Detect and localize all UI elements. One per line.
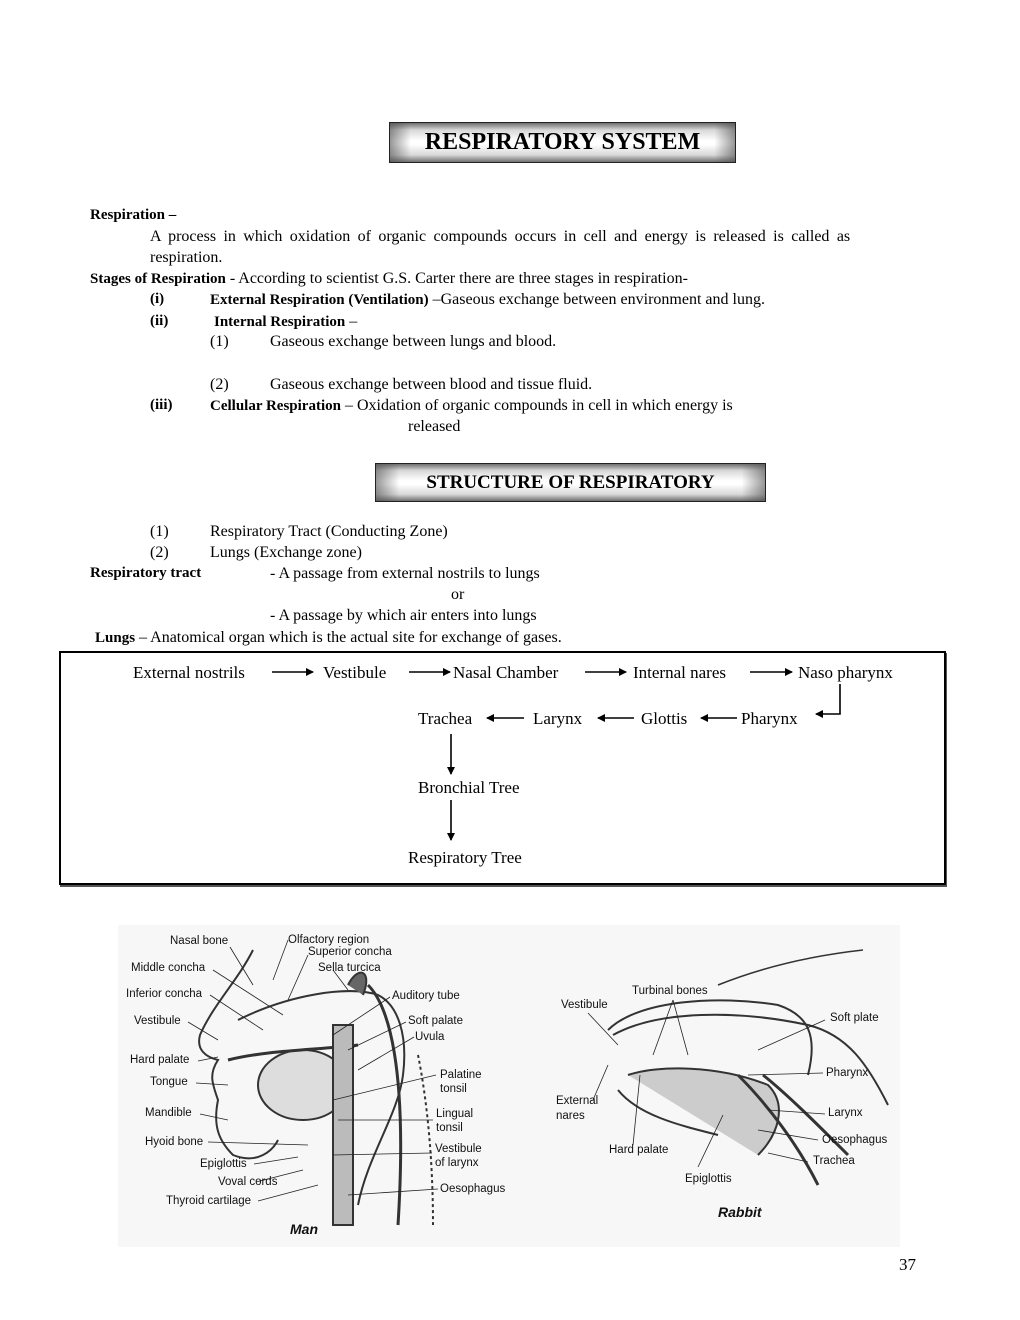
label-nasal-bone: Nasal bone	[170, 935, 229, 947]
label-sella-turcica: Sella turcica	[318, 962, 381, 974]
stage-iii-num: (iii)	[150, 397, 173, 413]
flow-external-nostrils: External nostrils	[133, 663, 245, 682]
label-auditory-tube: Auditory tube	[392, 990, 460, 1002]
stage-ii-sub2-num: (2)	[210, 376, 229, 393]
label-thyroid-cartilage: Thyroid cartilage	[166, 1195, 252, 1207]
label-pharynx-rabbit: Pharynx	[826, 1067, 869, 1079]
caption-rabbit: Rabbit	[718, 1204, 762, 1220]
page-title-box: RESPIRATORY SYSTEM	[389, 122, 736, 163]
lungs-def: – Anatomical organ which is the actual s…	[135, 629, 562, 646]
structure-part1-text: Respiratory Tract (Conducting Zone)	[210, 523, 448, 540]
stages-heading: Stages of Respiration	[90, 271, 226, 287]
stage-iii: Cellular Respiration – Oxidation of orga…	[210, 398, 733, 414]
stage-ii-sub1-num: (1)	[210, 333, 229, 350]
label-middle-concha: Middle concha	[131, 962, 206, 974]
label-of-larynx: of larynx	[435, 1157, 479, 1169]
label-uvula: Uvula	[415, 1031, 445, 1043]
flow-bronchial-tree: Bronchial Tree	[418, 778, 520, 797]
label-palatine: Palatine	[440, 1069, 482, 1081]
tract-def2: - A passage by which air enters into lun…	[270, 607, 537, 624]
stage-i-num: (i)	[150, 291, 165, 307]
respiration-definition-line2: respiration.	[150, 249, 223, 266]
stage-i: External Respiration (Ventilation) –Gase…	[210, 292, 765, 308]
lungs-label: Lungs	[95, 630, 136, 646]
structure-part1-num: (1)	[150, 523, 169, 540]
label-superior-concha: Superior concha	[308, 946, 392, 958]
label-lingual: Lingual	[436, 1108, 474, 1120]
stage-iii-title: Cellular Respiration	[210, 398, 341, 414]
flow-naso-pharynx: Naso pharynx	[798, 663, 893, 682]
label-vestibule-larynx: Vestibule	[435, 1143, 482, 1155]
label-trachea-rabbit: Trachea	[813, 1155, 855, 1167]
label-turbinal-bones: Turbinal bones	[632, 985, 708, 997]
respiration-definition-line1: A process in which oxidation of organic …	[150, 228, 851, 245]
label-mandible: Mandible	[145, 1107, 192, 1119]
flow-trachea: Trachea	[418, 709, 473, 728]
label-epiglottis-rabbit: Epiglottis	[685, 1173, 732, 1185]
tract-or: or	[451, 586, 465, 603]
tract-def1: - A passage from external nostrils to lu…	[270, 565, 540, 582]
stage-ii-title: Internal Respiration	[214, 314, 346, 330]
label-vestibule-rabbit: Vestibule	[561, 999, 608, 1011]
structure-title: STRUCTURE OF RESPIRATORY	[426, 471, 715, 493]
stage-ii-text: –	[345, 313, 358, 330]
structure-part2-text: Lungs (Exchange zone)	[210, 544, 362, 561]
flow-vestibule: Vestibule	[323, 663, 387, 682]
label-lingual-tonsil: tonsil	[436, 1122, 463, 1134]
label-soft-palate-man: Soft palate	[408, 1015, 463, 1027]
page-number: 37	[899, 1255, 916, 1274]
caption-man: Man	[290, 1221, 318, 1237]
anatomy-drawing	[187, 939, 889, 1226]
label-olfactory-region: Olfactory region	[288, 934, 370, 946]
anatomy-figure: Nasal bone Middle concha Inferior concha…	[118, 925, 900, 1247]
stage-iii-text: – Oxidation of organic compounds in cell…	[340, 397, 733, 414]
flow-glottis: Glottis	[641, 709, 688, 728]
flow-pharynx: Pharynx	[741, 709, 798, 728]
label-oesophagus-man: Oesophagus	[440, 1183, 506, 1195]
stages-line: Stages of Respiration - According to sci…	[90, 271, 688, 287]
tract-label: Respiratory tract	[90, 565, 202, 581]
label-oesophagus-rabbit: Oesophagus	[822, 1134, 888, 1146]
label-hyoid-bone: Hyoid bone	[145, 1136, 204, 1148]
stage-ii-num: (ii)	[150, 313, 169, 329]
flow-internal-nares: Internal nares	[633, 663, 726, 682]
flow-larynx: Larynx	[533, 709, 583, 728]
label-palatine-tonsil: tonsil	[440, 1083, 467, 1095]
label-inferior-concha: Inferior concha	[126, 988, 203, 1000]
structure-title-box: STRUCTURE OF RESPIRATORY	[375, 463, 766, 502]
page-title: RESPIRATORY SYSTEM	[424, 129, 701, 155]
respiration-heading: Respiration –	[90, 207, 177, 223]
label-hard-palate-rabbit: Hard palate	[609, 1144, 669, 1156]
stage-ii-sub1-text: Gaseous exchange between lungs and blood…	[270, 333, 557, 350]
label-soft-plate: Soft plate	[830, 1012, 879, 1024]
flow-nasal-chamber: Nasal Chamber	[453, 663, 559, 682]
lungs-line: Lungs – Anatomical organ which is the ac…	[95, 630, 562, 646]
label-nares: nares	[556, 1110, 585, 1122]
stage-i-text: –Gaseous exchange between environment an…	[428, 291, 765, 308]
label-external: External	[556, 1095, 599, 1107]
label-tongue: Tongue	[150, 1076, 188, 1088]
structure-part2-num: (2)	[150, 544, 169, 561]
label-hard-palate-man: Hard palate	[130, 1054, 190, 1066]
label-voval-cords: Voval cords	[218, 1176, 278, 1188]
airflow-pathway-box	[59, 651, 946, 885]
flow-respiratory-tree: Respiratory Tree	[408, 848, 522, 867]
label-larynx-rabbit: Larynx	[828, 1107, 863, 1119]
label-epiglottis-man: Epiglottis	[200, 1158, 247, 1170]
label-vestibule-man: Vestibule	[134, 1015, 181, 1027]
stages-intro: - According to scientist G.S. Carter the…	[225, 270, 688, 287]
stage-ii: Internal Respiration –	[214, 314, 357, 330]
stage-ii-sub2-text: Gaseous exchange between blood and tissu…	[270, 376, 593, 393]
stage-i-title: External Respiration (Ventilation)	[210, 292, 429, 308]
stage-iii-text-cont: released	[408, 418, 461, 435]
